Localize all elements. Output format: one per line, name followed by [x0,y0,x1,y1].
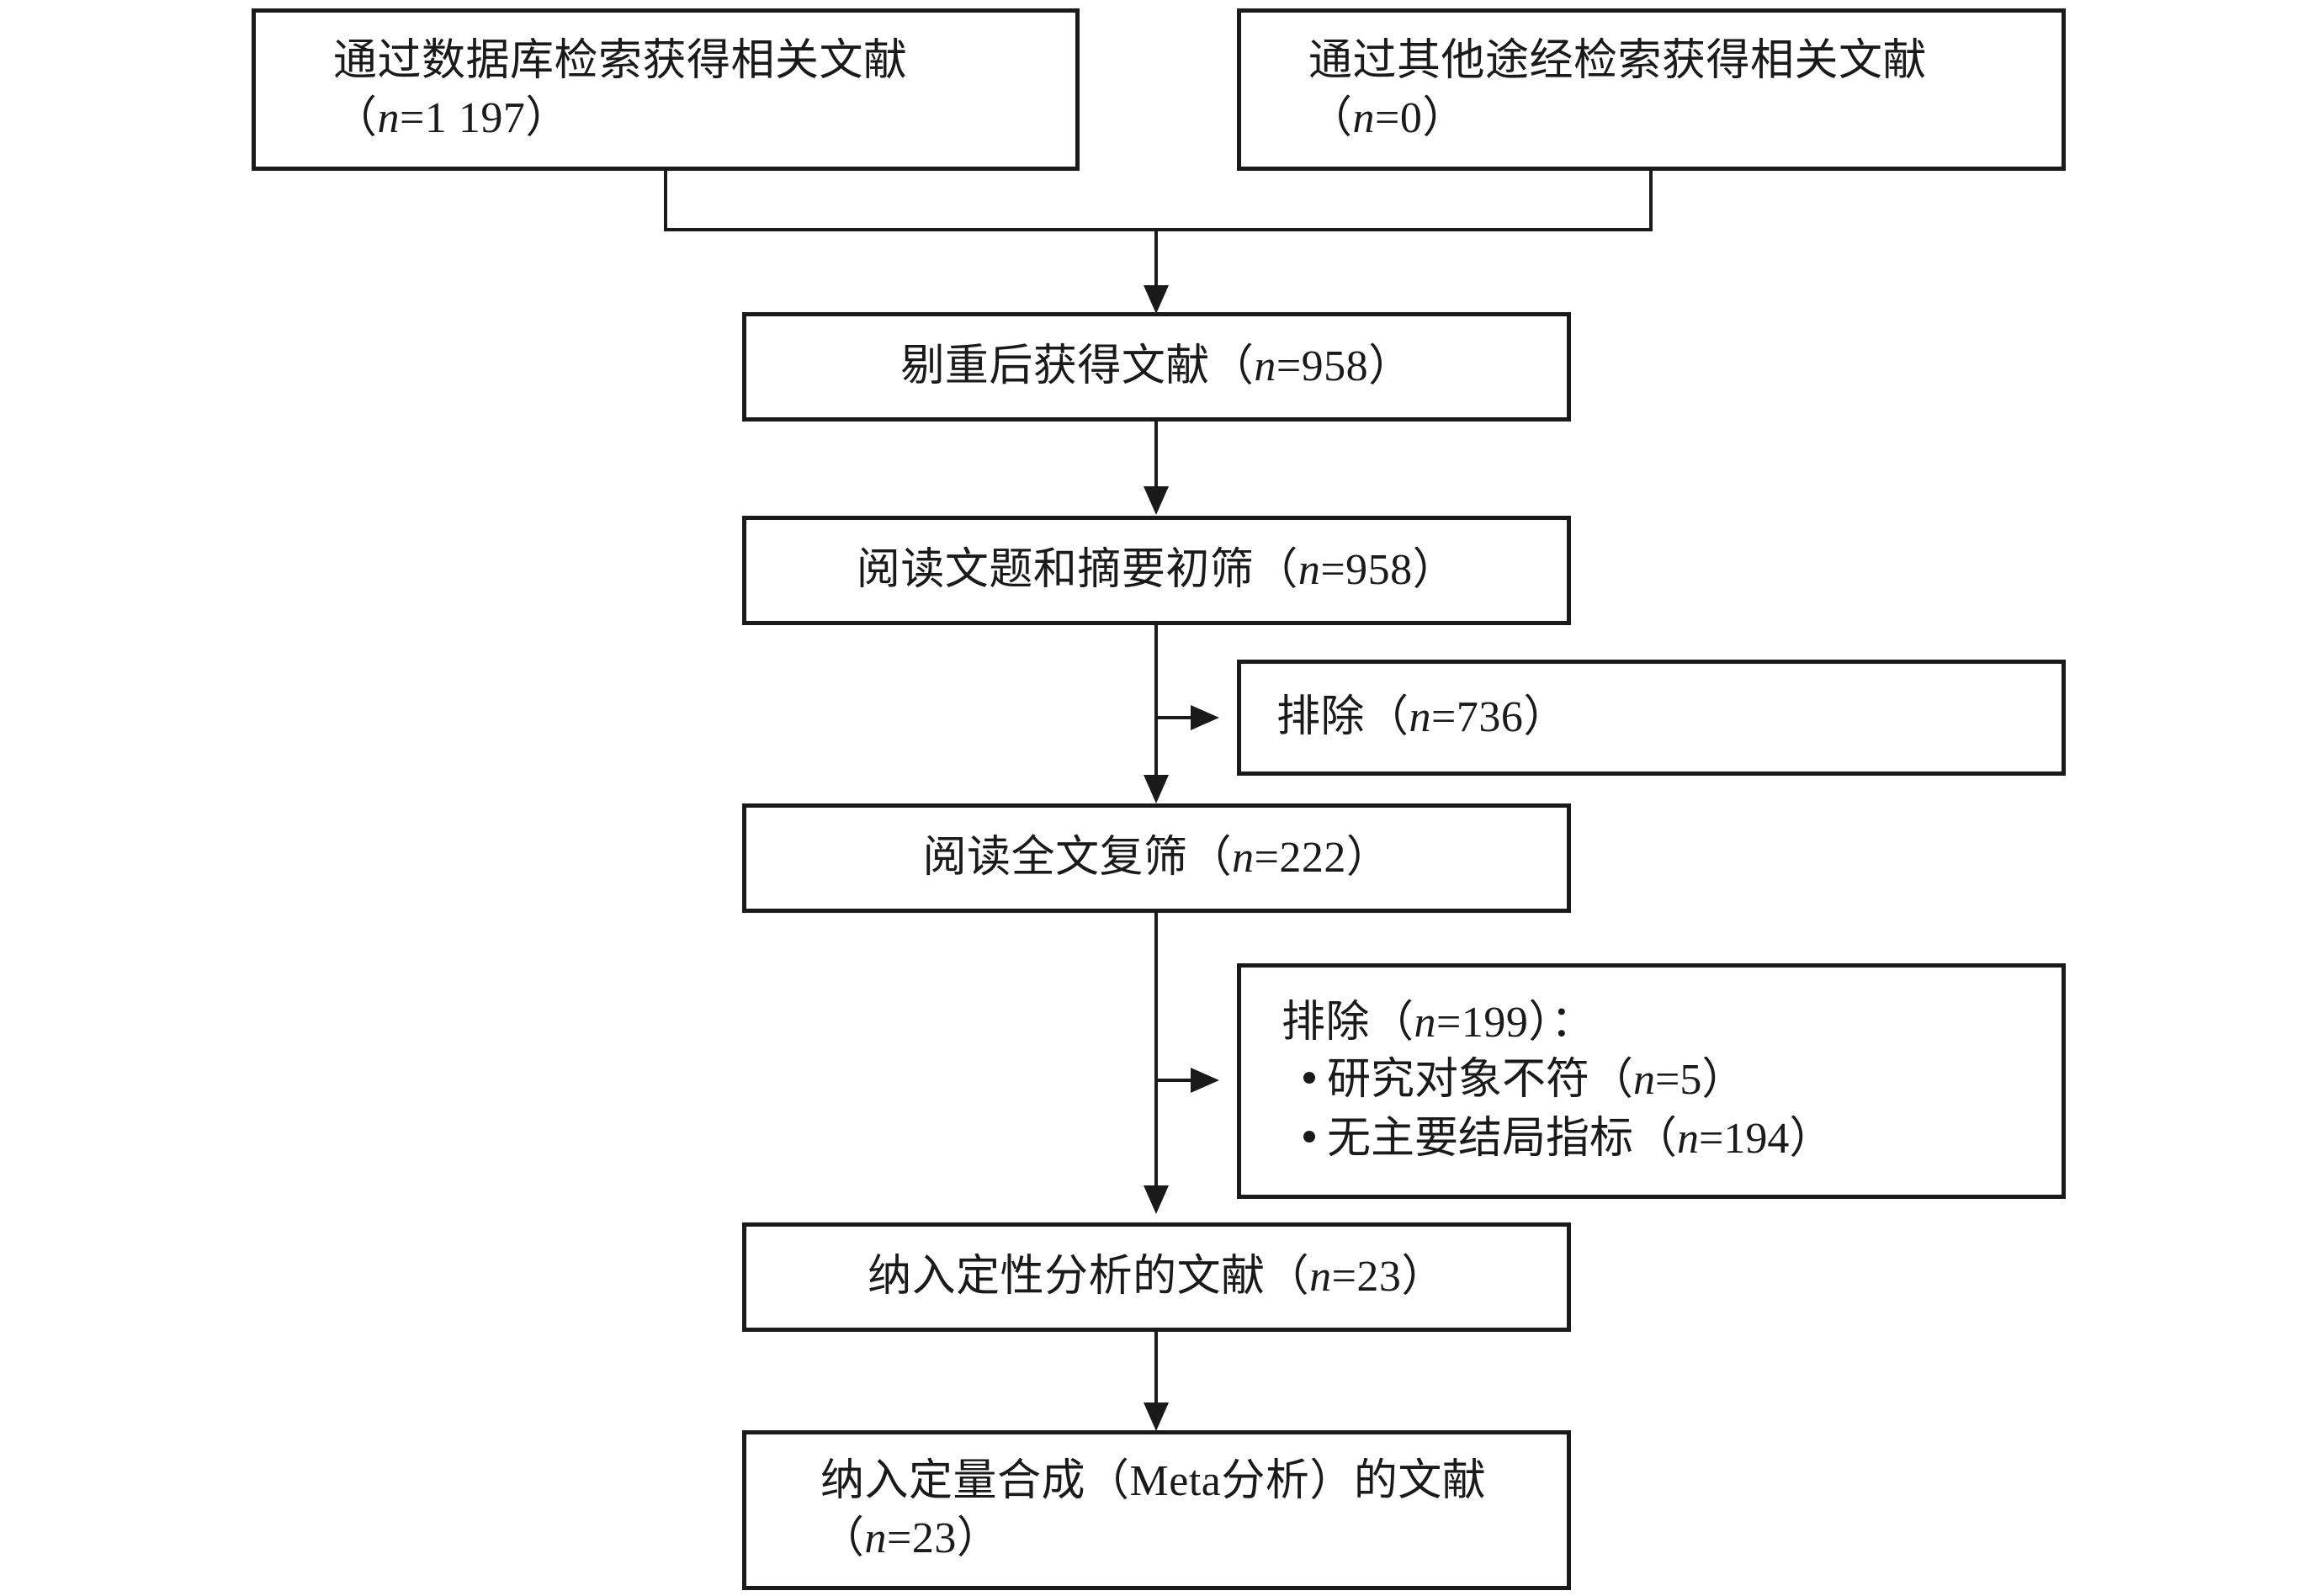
node-after-deduplication: 剔重后获得文献（n=958） [742,312,1571,422]
node-excluded-first: 排除（n=736） [1237,660,2066,776]
n-symbol: n [1232,834,1255,883]
node-fulltext-screening: 阅读全文复筛（n=222） [742,803,1571,913]
n-value: =5） [1655,1056,1746,1105]
label-prefix: 阅读全文复筛（ [922,834,1233,883]
node-database-search: 通过数据库检索获得相关文献 （n=1 197） [252,8,1080,171]
node-quantitative-synthesis-line2: （n=23） [820,1510,1000,1567]
paren-open: （ [820,1514,865,1562]
node-title-abstract-screening-text: 阅读文题和摘要初筛（n=958） [857,542,1457,599]
n-value: =194） [1699,1114,1833,1163]
label-prefix: 研究对象不符（ [1327,1056,1634,1105]
connector-branch-to-excluded-first [1154,716,1193,719]
arrow-dedup-to-title-screen [1144,486,1169,515]
node-quantitative-synthesis-line1: 纳入定量合成（Meta分析）的文献 [820,1457,1487,1506]
n-value: =199）： [1436,998,1595,1047]
label-prefix: 排除（ [1276,693,1409,742]
n-value: =222） [1254,834,1391,883]
label-prefix: 剔重后获得文献（ [900,342,1255,391]
paren-open: （ [1308,93,1353,142]
n-symbol: n [1309,1253,1332,1302]
n-symbol: n [1297,546,1321,595]
node-database-search-line2: （n=1 197） [333,90,570,147]
connector-other-search-down [1649,171,1653,231]
label-prefix: 纳入定性分析的文献（ [868,1253,1310,1302]
connector-qualitative-to-quantitative [1154,1332,1158,1408]
node-qualitative-synthesis-text: 纳入定性分析的文献（n=23） [868,1249,1446,1306]
node-qualitative-synthesis: 纳入定性分析的文献（n=23） [742,1222,1571,1332]
arrow-qualitative-to-quantitative [1144,1402,1169,1431]
arrow-title-screen-to-fulltext [1144,775,1169,803]
node-excluded-second-item-2: 无主要结局指标（n=194） [1244,1110,1833,1169]
n-symbol: n [1409,693,1432,742]
node-excluded-first-text: 排除（n=736） [1276,689,1568,746]
node-quantitative-synthesis: 纳入定量合成（Meta分析）的文献 （n=23） [742,1430,1571,1590]
node-excluded-second-item-1: 研究对象不符（n=5） [1244,1051,1745,1110]
node-database-search-line1: 通过数据库检索获得相关文献 [333,36,908,85]
n-value: =1 197） [400,93,570,142]
label-prefix: 无主要结局指标（ [1327,1114,1678,1163]
label-prefix: 排除（ [1282,998,1414,1047]
node-excluded-second: 排除（n=199）： 研究对象不符（n=5） 无主要结局指标（n=194） [1237,963,2066,1199]
item-label: 无主要结局指标（n=194） [1327,1110,1833,1169]
n-value: =0） [1375,93,1467,142]
n-symbol: n [1677,1114,1700,1163]
bullet-icon [1303,1072,1315,1084]
node-title-abstract-screening: 阅读文题和摘要初筛（n=958） [742,516,1571,625]
connector-db-search-down [664,171,667,231]
n-value: =736） [1431,693,1568,742]
connector-merge-horizontal [664,228,1653,231]
item-label: 研究对象不符（n=5） [1327,1051,1745,1110]
n-symbol: n [377,93,401,142]
node-after-deduplication-text: 剔重后获得文献（n=958） [900,338,1412,395]
arrow-branch-to-excluded-first [1191,705,1219,730]
connector-dedup-to-title-screen [1154,422,1158,489]
node-other-sources-search-line2: （n=0） [1308,90,1467,147]
connector-title-screen-to-fulltext [1154,625,1158,785]
arrow-branch-to-excluded-second [1191,1068,1219,1093]
n-value: =958） [1320,546,1457,595]
n-symbol: n [1414,998,1437,1047]
n-value: =23） [1331,1253,1446,1302]
paren-open: （ [333,93,378,142]
node-excluded-second-header: 排除（n=199）： [1244,994,1595,1052]
n-symbol: n [1254,342,1276,391]
connector-fulltext-to-qualitative [1154,913,1158,1194]
connector-merge-to-dedup [1154,228,1158,294]
n-symbol: n [1633,1056,1656,1105]
n-symbol: n [864,1514,888,1562]
n-value: =958） [1276,342,1413,391]
node-other-sources-search: 通过其他途经检索获得相关文献 （n=0） [1237,8,2066,171]
bullet-icon [1303,1130,1315,1143]
n-symbol: n [1352,93,1376,142]
n-value: =23） [887,1514,1001,1562]
node-fulltext-screening-text: 阅读全文复筛（n=222） [923,830,1391,887]
connector-branch-to-excluded-second [1154,1079,1193,1082]
arrow-merge-to-dedup [1144,285,1169,314]
label-prefix: 阅读文题和摘要初筛（ [856,546,1298,595]
node-other-sources-search-line1: 通过其他途经检索获得相关文献 [1308,36,1928,85]
arrow-fulltext-to-qualitative [1144,1185,1169,1214]
